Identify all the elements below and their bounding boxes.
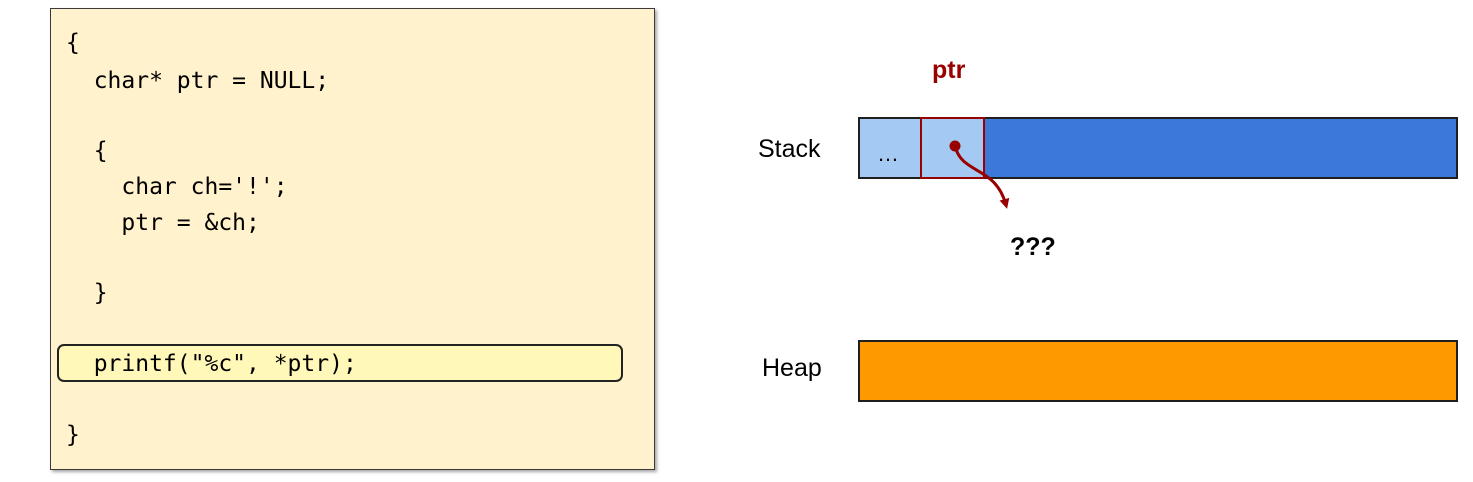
code-line-ptr-declaration: char* ptr = NULL; [66, 68, 330, 94]
stack-cell-ellipsis [860, 119, 921, 177]
code-line-open-brace: { [66, 30, 80, 56]
heap-label: Heap [762, 354, 822, 382]
code-panel [50, 8, 655, 470]
stack-cell-ellipsis-text: … [877, 141, 899, 166]
code-line-ch-declaration: char ch='!'; [66, 174, 288, 200]
stack-cell-ptr [920, 117, 985, 179]
code-line-inner-open-brace: { [66, 138, 108, 164]
dangling-target-label: ??? [1010, 233, 1056, 261]
code-line-inner-close-brace: } [66, 280, 108, 306]
highlighted-line-box [57, 344, 623, 382]
heap-bar [858, 340, 1458, 402]
stack-label: Stack [758, 135, 821, 163]
code-line-ptr-assignment: ptr = &ch; [66, 210, 260, 236]
code-line-close-brace: } [66, 422, 80, 448]
code-line-printf: printf("%c", *ptr); [66, 351, 357, 377]
ptr-label: ptr [932, 56, 966, 84]
